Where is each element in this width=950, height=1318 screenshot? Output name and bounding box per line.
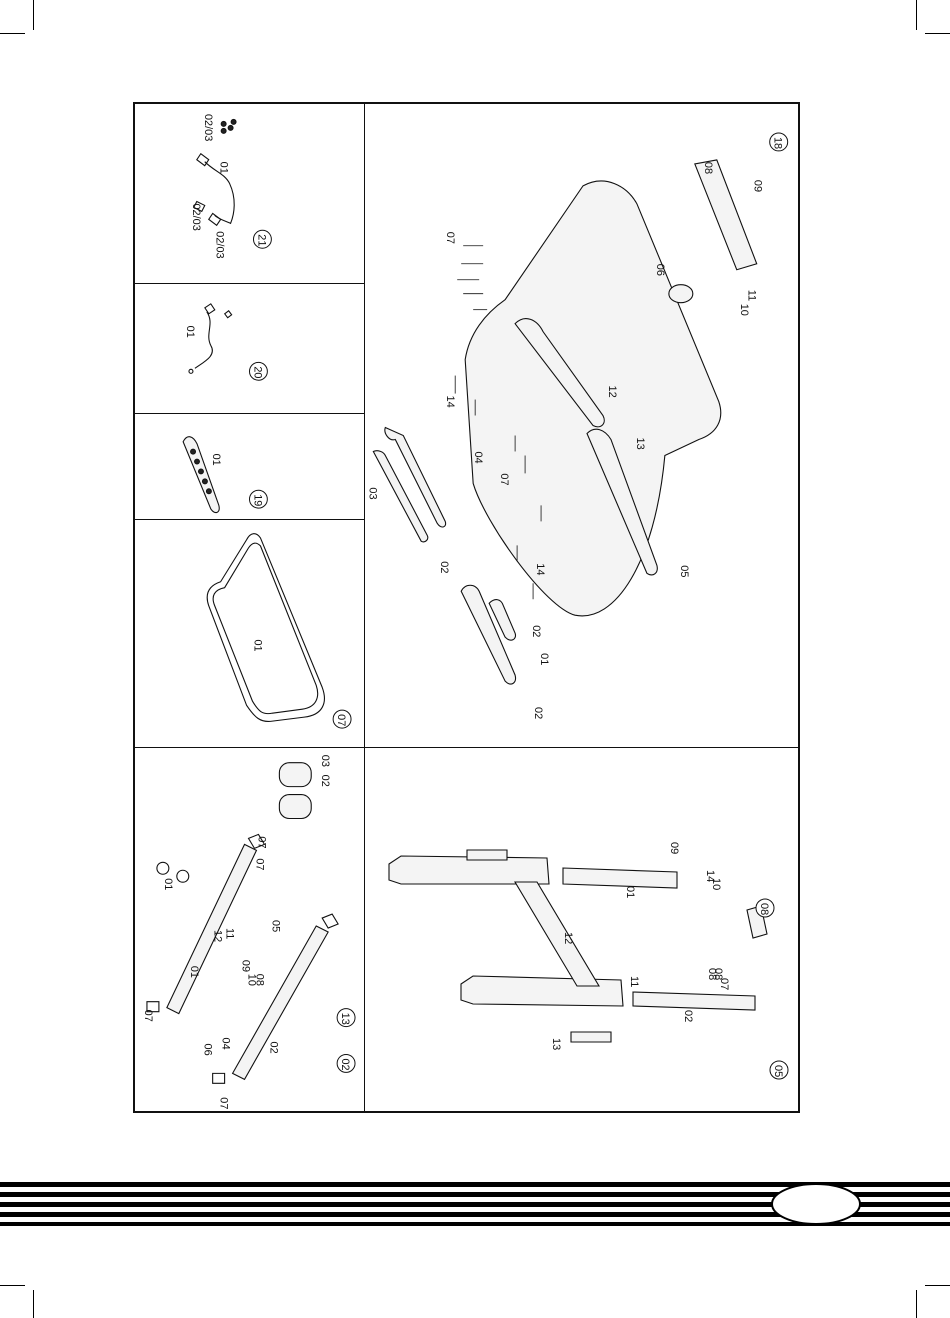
crop-mark xyxy=(916,0,917,30)
label-13: 13 xyxy=(550,1038,562,1050)
crop-mark xyxy=(33,1290,34,1318)
label-01: 01 xyxy=(251,639,263,651)
label-06: 06 xyxy=(202,1044,214,1056)
diagram-frame: 02/03 01 02/03 02/03 21 01 20 01 19 xyxy=(133,102,800,1113)
panel-number: 13 xyxy=(339,1013,351,1025)
label-07: 07 xyxy=(218,1097,230,1109)
panel-number: 18 xyxy=(772,137,784,149)
crop-mark xyxy=(925,33,950,34)
label-09: 09 xyxy=(752,180,764,192)
label-01: 01 xyxy=(184,326,196,338)
panel-20: 01 20 xyxy=(135,284,365,414)
label-04: 04 xyxy=(472,451,484,463)
label-04: 04 xyxy=(220,1038,232,1050)
panel-07: 01 07 xyxy=(135,520,365,748)
page-number-oval xyxy=(770,1183,862,1225)
label-14: 14 xyxy=(534,563,546,575)
crop-mark xyxy=(0,33,25,34)
label-01: 01 xyxy=(624,886,636,898)
label-11: 11 xyxy=(628,976,640,987)
crop-mark xyxy=(33,0,34,30)
label-07: 07 xyxy=(718,978,730,990)
label-01: 01 xyxy=(210,454,222,466)
panel-number: 07 xyxy=(335,714,347,726)
label-13: 13 xyxy=(634,437,646,449)
label-02-03: 02/03 xyxy=(214,231,226,258)
label-02: 02 xyxy=(267,1042,279,1054)
label-07: 07 xyxy=(253,858,265,870)
label-08: 08 xyxy=(702,162,714,174)
label-07: 07 xyxy=(255,836,267,848)
label-12: 12 xyxy=(606,386,618,398)
label-03: 03 xyxy=(366,487,378,499)
label-01: 01 xyxy=(218,162,230,174)
label-10: 10 xyxy=(738,304,750,316)
label-07: 07 xyxy=(142,1010,154,1022)
label-02-03: 02/03 xyxy=(202,114,214,141)
panel-05: 09 14 10 01 12 08 11 08 07 02 13 08 05 xyxy=(365,748,798,1113)
label-09: 09 xyxy=(240,960,252,972)
panel-number: 02 xyxy=(339,1058,351,1070)
panel-19: 01 19 xyxy=(135,414,365,520)
panel-number: 21 xyxy=(255,234,267,246)
label-12: 12 xyxy=(562,932,574,944)
label-07: 07 xyxy=(444,232,456,244)
label-02: 02 xyxy=(532,707,544,719)
crop-mark xyxy=(916,1290,917,1318)
panel-21: 02/03 01 02/03 02/03 21 xyxy=(135,104,365,284)
label-02: 02 xyxy=(682,1010,694,1022)
label-06: 06 xyxy=(654,264,666,276)
label-12: 12 xyxy=(212,930,224,942)
label-08: 08 xyxy=(706,968,718,980)
crop-mark xyxy=(0,1285,25,1286)
crop-mark xyxy=(925,1285,950,1286)
label-02: 02 xyxy=(438,561,450,573)
label-03: 03 xyxy=(319,755,331,767)
panel-number: 20 xyxy=(251,366,263,378)
panel-number: 05 xyxy=(772,1065,784,1077)
panel-02-13: 03 02 07 01 12 11 01 07 05 09 10 08 04 0… xyxy=(135,748,365,1113)
label-01: 01 xyxy=(162,878,174,890)
label-08: 08 xyxy=(253,974,265,986)
label-11: 11 xyxy=(746,290,758,301)
label-01: 01 xyxy=(538,653,550,665)
label-07: 07 xyxy=(498,473,510,485)
label-02-03: 02/03 xyxy=(190,203,202,230)
label-02: 02 xyxy=(319,775,331,787)
label-09: 09 xyxy=(668,842,680,854)
label-05: 05 xyxy=(678,565,690,577)
label-11: 11 xyxy=(224,928,236,939)
label-01: 01 xyxy=(188,966,200,978)
label-02: 02 xyxy=(530,625,542,637)
label-14: 14 xyxy=(444,396,456,408)
panel-number: 08 xyxy=(758,903,770,915)
label-10: 10 xyxy=(710,878,722,890)
panel-18: 08 09 06 11 10 07 12 14 13 04 03 07 05 1… xyxy=(365,104,798,748)
label-05: 05 xyxy=(269,920,281,932)
panel-number: 19 xyxy=(251,494,263,506)
